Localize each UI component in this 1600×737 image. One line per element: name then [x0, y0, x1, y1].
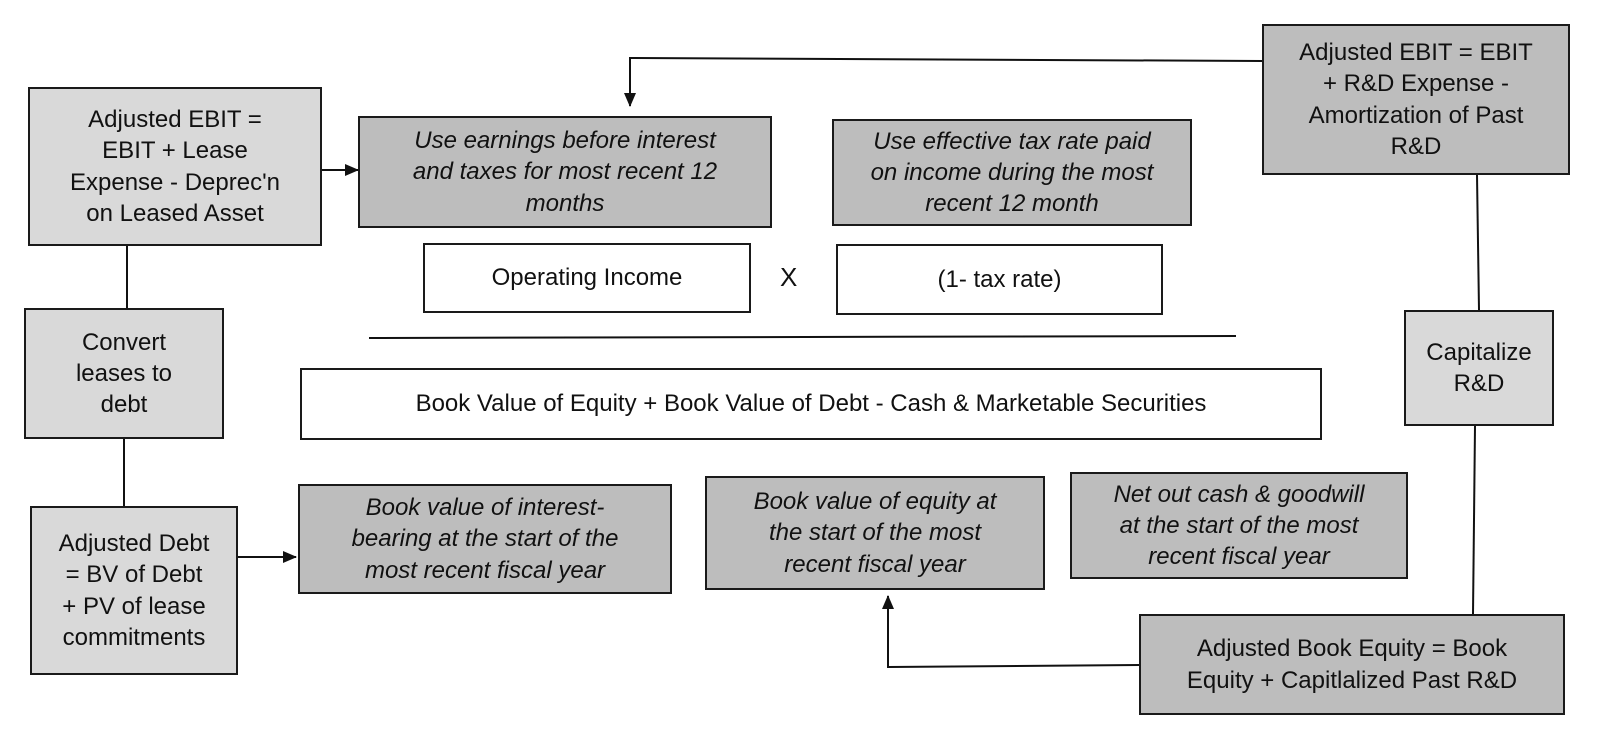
adjusted-ebit-rd-text: Adjusted EBIT = EBIT + R&D Expense - Amo… [1299, 39, 1533, 160]
convert-leases-box: Convert leases to debt [24, 308, 224, 439]
arrow-book-equity-to-equity-note [882, 595, 1140, 669]
operating-income-box: Operating Income [423, 243, 751, 313]
equity-note-text: Book value of equity at the start of the… [753, 488, 997, 578]
denominator-formula-text: Book Value of Equity + Book Value of Deb… [415, 390, 1207, 418]
cash-note-box: Net out cash & goodwill at the start of … [1070, 472, 1408, 579]
debt-note-text: Book value of interest- bearing at the s… [351, 494, 619, 584]
fraction-bar [368, 335, 1237, 339]
convert-leases-text: Convert leases to debt [75, 328, 173, 419]
denominator-formula-box: Book Value of Equity + Book Value of Deb… [300, 368, 1322, 440]
adjusted-debt-text: Adjusted Debt = BV of Debt + PV of lease… [58, 530, 210, 651]
adjusted-ebit-lease-box: Adjusted EBIT = EBIT + Lease Expense - D… [28, 87, 322, 246]
tax-rate-note-text: Use effective tax rate paid on income du… [870, 127, 1154, 218]
tax-term-box: (1- tax rate) [836, 244, 1163, 315]
line-capitalize-to-book-equity [1472, 425, 1476, 615]
capitalize-rd-text: Capitalize R&D [1426, 338, 1532, 397]
multiply-sign: X [780, 262, 798, 292]
cash-note-text: Net out cash & goodwill at the start of … [1113, 480, 1365, 571]
line-rd-ebit-to-capitalize [1476, 174, 1480, 311]
operating-income-note-box: Use earnings before interest and taxes f… [358, 116, 772, 228]
operating-income-note-text: Use earnings before interest and taxes f… [412, 127, 718, 217]
debt-note-box: Book value of interest- bearing at the s… [298, 484, 672, 594]
adjusted-debt-box: Adjusted Debt = BV of Debt + PV of lease… [30, 506, 238, 675]
arrow-rd-ebit-to-earnings-note [624, 56, 1263, 107]
tax-term-text: (1- tax rate) [937, 265, 1062, 293]
capitalize-rd-box: Capitalize R&D [1404, 310, 1554, 426]
tax-rate-note-box: Use effective tax rate paid on income du… [832, 119, 1192, 226]
operating-income-text: Operating Income [491, 264, 683, 292]
adjusted-book-equity-text: Adjusted Book Equity = Book Equity + Cap… [1186, 635, 1518, 694]
adjusted-book-equity-box: Adjusted Book Equity = Book Equity + Cap… [1139, 614, 1565, 715]
adjusted-ebit-lease-text: Adjusted EBIT = EBIT + Lease Expense - D… [69, 106, 281, 227]
adjusted-ebit-rd-box: Adjusted EBIT = EBIT + R&D Expense - Amo… [1262, 24, 1570, 175]
equity-note-box: Book value of equity at the start of the… [705, 476, 1045, 590]
